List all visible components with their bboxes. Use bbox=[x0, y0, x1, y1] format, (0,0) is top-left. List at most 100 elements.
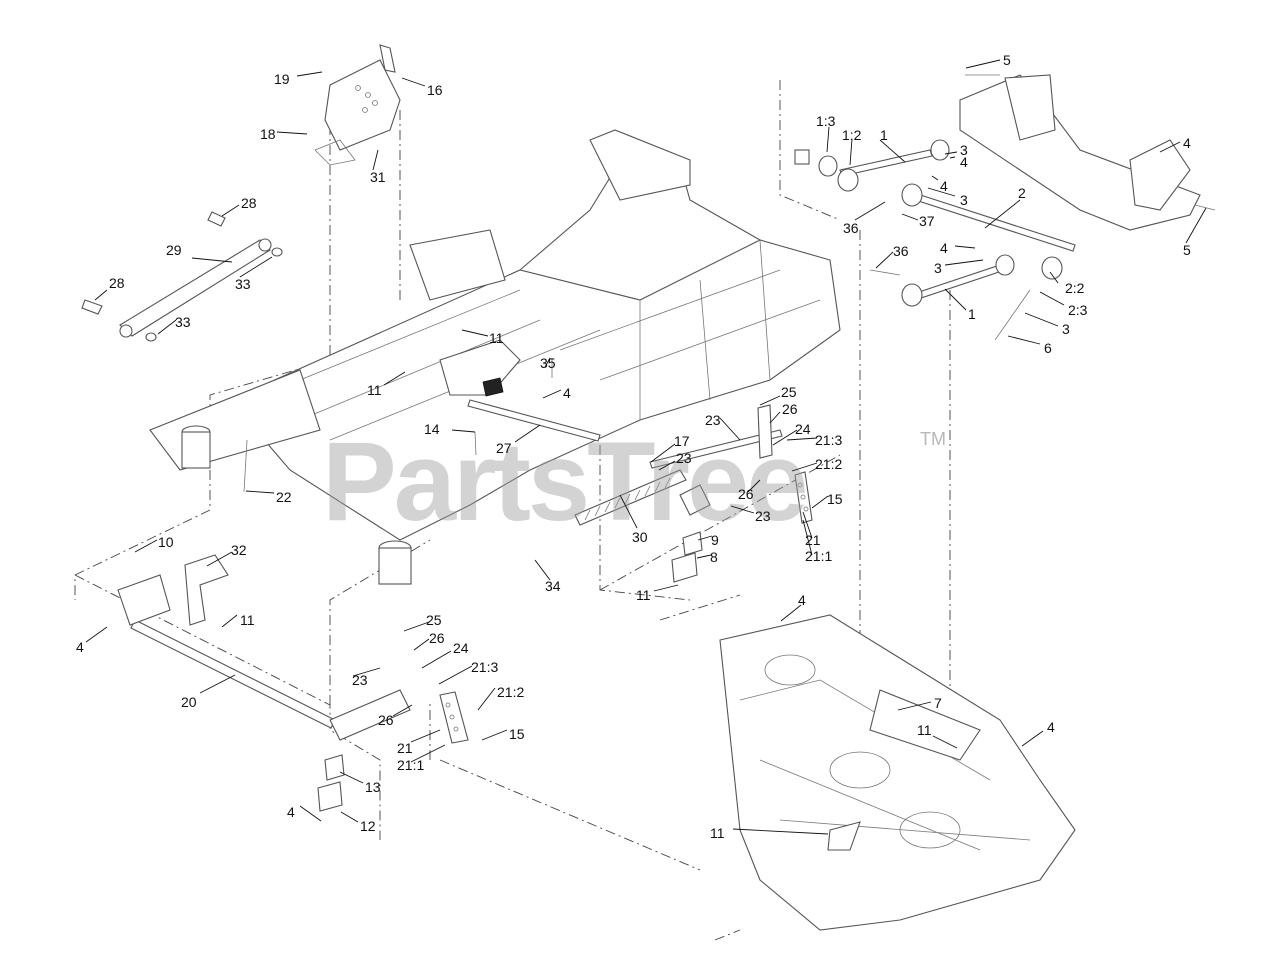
callout: 8 bbox=[696, 549, 718, 565]
leader-line bbox=[392, 704, 413, 717]
callout: 25 bbox=[759, 384, 797, 406]
callout-label: 4 bbox=[960, 154, 968, 170]
callout-label: 12 bbox=[360, 818, 376, 834]
callout-label: 18 bbox=[260, 126, 276, 142]
leader-line bbox=[1185, 207, 1207, 244]
leader-line bbox=[772, 429, 798, 446]
callout: 23 bbox=[730, 505, 771, 524]
callout-label: 36 bbox=[893, 243, 909, 259]
leader-line bbox=[1021, 730, 1044, 747]
callout-label: 32 bbox=[231, 542, 247, 558]
callout-label: 29 bbox=[166, 242, 182, 258]
leader-line bbox=[410, 729, 441, 743]
callout-label: 21:1 bbox=[397, 757, 424, 773]
callout-label: 26 bbox=[378, 712, 394, 728]
leader-line bbox=[769, 411, 781, 424]
callout-label: 33 bbox=[175, 314, 191, 330]
callout-label: 1 bbox=[880, 127, 888, 143]
linkage-20 bbox=[117, 554, 469, 812]
callout-label: 17 bbox=[674, 433, 690, 449]
callout: 26 bbox=[378, 704, 413, 728]
leader-line bbox=[221, 204, 240, 217]
leader-line bbox=[514, 424, 541, 443]
callout: 3 bbox=[1024, 312, 1070, 337]
callout-label: 11 bbox=[710, 825, 725, 841]
callout: 1 bbox=[879, 127, 906, 163]
callout-label: 4 bbox=[1183, 135, 1191, 151]
callout-label: 14 bbox=[424, 421, 440, 437]
leader-line bbox=[811, 495, 829, 509]
leader-line bbox=[802, 519, 813, 556]
leader-line bbox=[697, 535, 713, 541]
callout-label: 30 bbox=[632, 529, 648, 545]
callout-label: 6 bbox=[1044, 340, 1052, 356]
callout-label: 5 bbox=[1183, 242, 1191, 258]
leader-line bbox=[206, 551, 233, 567]
callout-label: 11 bbox=[240, 612, 255, 628]
callout-label: 10 bbox=[158, 534, 174, 550]
callout: 3 bbox=[944, 142, 968, 158]
callout: 1 bbox=[944, 288, 976, 322]
callout-label: 3 bbox=[934, 260, 942, 276]
callout-label: 16 bbox=[427, 82, 443, 98]
leader-line bbox=[826, 126, 830, 153]
callout: 13 bbox=[339, 771, 381, 795]
callout: 14 bbox=[424, 421, 476, 437]
leader-line bbox=[1024, 312, 1059, 327]
callout-label: 11 bbox=[917, 722, 932, 738]
callout: 22 bbox=[245, 489, 292, 505]
watermark: PartsTree TM bbox=[322, 419, 946, 544]
leader-line bbox=[747, 479, 761, 493]
leader-line bbox=[410, 744, 446, 763]
callout-label: 4 bbox=[940, 178, 948, 194]
callout: 21:1 bbox=[802, 519, 832, 564]
callout-label: 28 bbox=[241, 195, 257, 211]
callout: 2:3 bbox=[1039, 291, 1088, 318]
callout: 26 bbox=[769, 401, 798, 424]
callout-label: 22 bbox=[276, 489, 292, 505]
callout: 32 bbox=[206, 542, 247, 567]
callout: 2:2 bbox=[1049, 271, 1085, 296]
callout: 4 bbox=[287, 804, 322, 822]
leader-line bbox=[534, 559, 551, 581]
leader-line bbox=[383, 371, 406, 386]
callout-label: 20 bbox=[181, 694, 197, 710]
callout: 11 bbox=[461, 329, 504, 346]
callout: 12 bbox=[340, 811, 376, 834]
callout-label: 4 bbox=[798, 592, 806, 608]
leader-line bbox=[932, 735, 958, 749]
leader-line bbox=[1049, 271, 1059, 284]
leader-line bbox=[849, 138, 853, 166]
leader-line bbox=[954, 245, 976, 249]
leader-line bbox=[931, 175, 939, 181]
callout: 28 bbox=[221, 195, 257, 217]
leader-line bbox=[1007, 335, 1041, 345]
callout: 11 bbox=[917, 722, 958, 749]
callout: 35 bbox=[540, 355, 556, 371]
leader-line bbox=[786, 437, 818, 441]
leader-line bbox=[944, 259, 984, 266]
callout: 21:1 bbox=[397, 744, 446, 773]
leader-line bbox=[413, 638, 430, 651]
callout: 4 bbox=[1159, 135, 1191, 153]
callout-label: 11 bbox=[636, 587, 651, 603]
leader-line bbox=[481, 729, 508, 741]
callout-label: 35 bbox=[540, 355, 556, 371]
leader-line bbox=[719, 417, 741, 441]
callout-label: 8 bbox=[710, 549, 718, 565]
callout: 30 bbox=[619, 494, 648, 545]
leader-line bbox=[791, 462, 818, 472]
callout-label: 1:2 bbox=[842, 127, 862, 143]
callout-label: 21 bbox=[805, 532, 821, 548]
leader-line bbox=[730, 505, 755, 514]
leader-line bbox=[696, 554, 712, 559]
leader-line bbox=[542, 389, 562, 399]
leader-line bbox=[401, 77, 426, 87]
callout: 15 bbox=[811, 491, 843, 509]
leader-line bbox=[403, 621, 430, 632]
callout-label: 25 bbox=[426, 612, 442, 628]
callout-label: 23 bbox=[352, 672, 368, 688]
leader-line bbox=[451, 429, 476, 433]
link-29 bbox=[81, 211, 283, 342]
